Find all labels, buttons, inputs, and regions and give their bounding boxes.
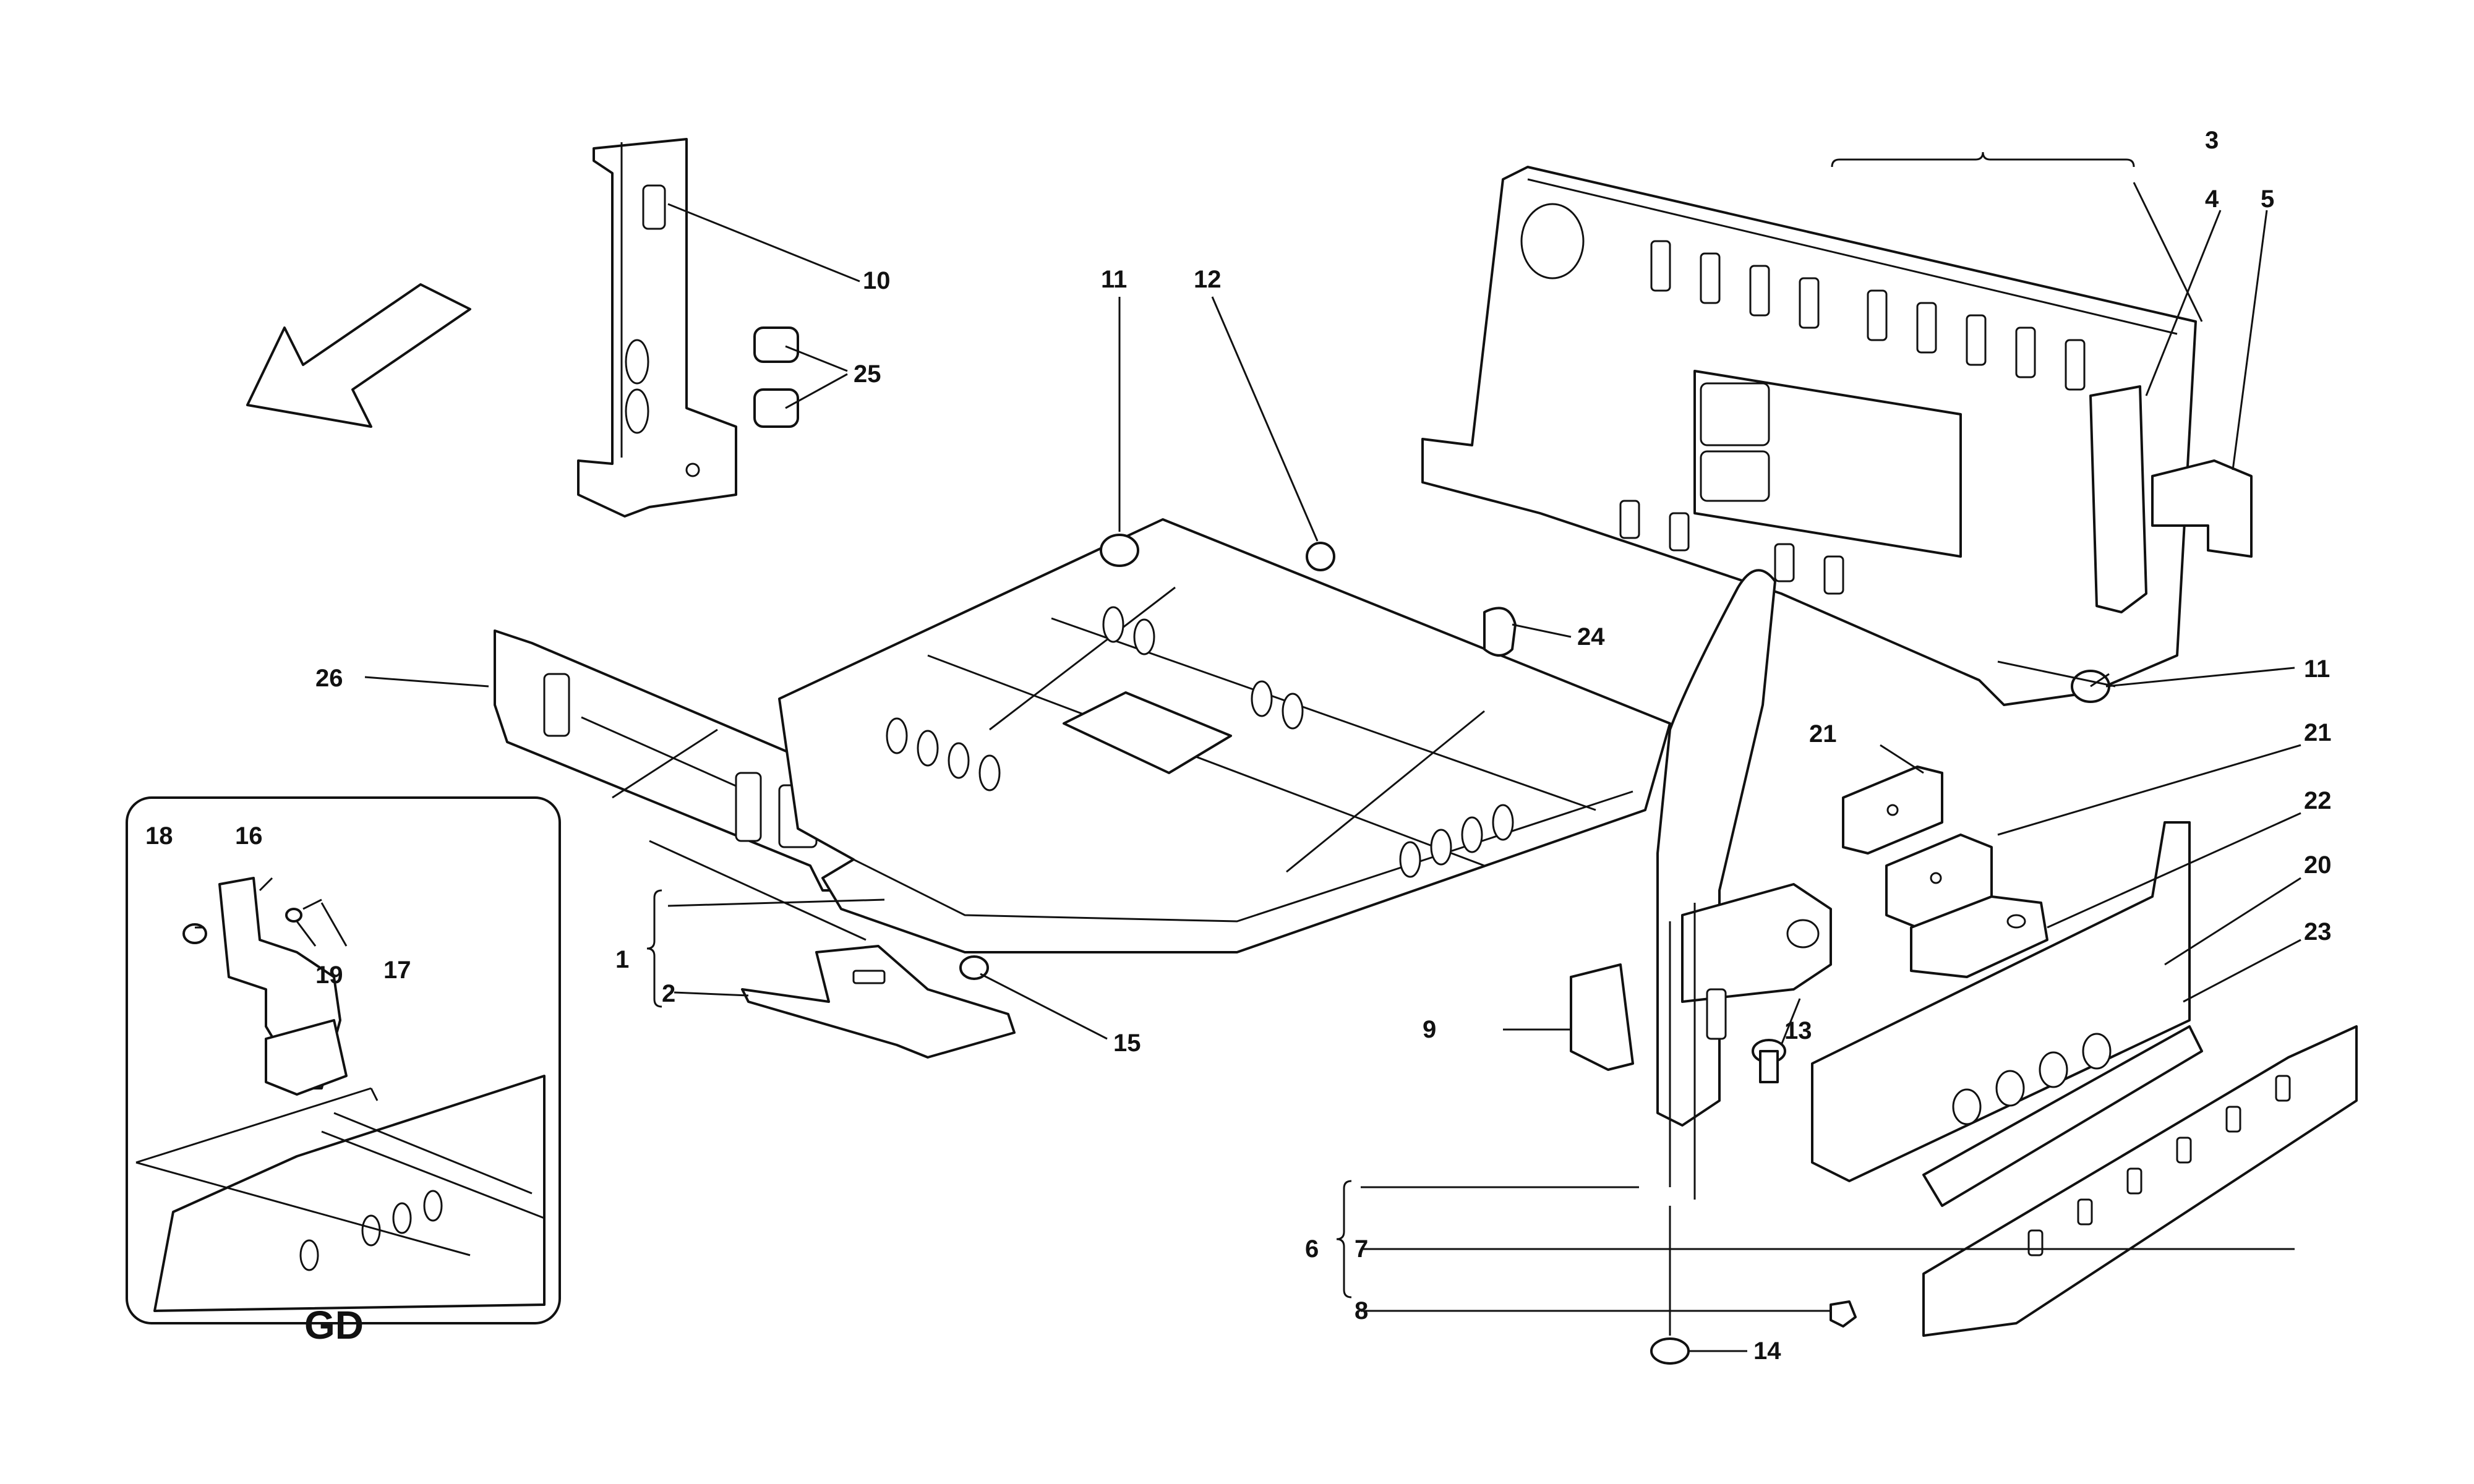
direction-arrow-icon bbox=[246, 283, 471, 428]
part-14-nut bbox=[1650, 1337, 1690, 1365]
part-1-floor-pan bbox=[778, 518, 1671, 953]
callout-6: 6 bbox=[1305, 1235, 1319, 1263]
part-8-clip bbox=[1830, 1300, 1857, 1328]
part-25-caps bbox=[753, 326, 799, 428]
part-21-bracket-upper bbox=[1842, 765, 1943, 855]
outer-sill-slots bbox=[2027, 1075, 2291, 1256]
part-24-clip bbox=[1483, 607, 1517, 657]
callout-14: 14 bbox=[1753, 1337, 1781, 1365]
floor-slots bbox=[886, 606, 1514, 878]
callout-17: 17 bbox=[383, 957, 411, 984]
callout-26: 26 bbox=[315, 665, 343, 692]
leader-lines bbox=[195, 151, 2301, 1352]
callout-21-right: 21 bbox=[2304, 719, 2332, 746]
part-3-rear-bulkhead bbox=[1421, 166, 2197, 706]
part-9-pillar-assembly bbox=[1570, 569, 1832, 1200]
callout-19: 19 bbox=[315, 962, 343, 989]
callout-21-left: 21 bbox=[1809, 720, 1837, 748]
callout-11-left: 11 bbox=[1101, 266, 1127, 293]
callout-24: 24 bbox=[1577, 623, 1605, 650]
callout-7: 7 bbox=[1355, 1235, 1368, 1263]
callout-9: 9 bbox=[1423, 1016, 1436, 1043]
callout-12: 12 bbox=[1194, 266, 1222, 293]
part-22-bracket bbox=[1910, 895, 2048, 978]
callout-3: 3 bbox=[2205, 127, 2219, 154]
callout-2: 2 bbox=[662, 980, 675, 1007]
part-20-sill-inner bbox=[1811, 821, 2191, 1182]
inset-detail: GD bbox=[126, 796, 561, 1347]
part-4-side-member bbox=[2089, 385, 2147, 613]
callout-1: 1 bbox=[615, 946, 629, 973]
callout-5: 5 bbox=[2261, 186, 2274, 213]
part-21-bracket-lower bbox=[1885, 834, 1993, 929]
callout-16: 16 bbox=[235, 822, 263, 850]
callout-11-right: 11 bbox=[2304, 655, 2330, 683]
part-23-sill-outer bbox=[1922, 1025, 2358, 1337]
callout-25: 25 bbox=[854, 360, 881, 388]
callout-8: 8 bbox=[1355, 1297, 1368, 1324]
callout-10: 10 bbox=[863, 267, 891, 294]
callout-20: 20 bbox=[2304, 851, 2332, 879]
inset-slots bbox=[299, 1190, 443, 1271]
part-13-bolt bbox=[1752, 1039, 1786, 1083]
callout-23: 23 bbox=[2304, 918, 2332, 945]
part-11-plug-left bbox=[1100, 534, 1139, 567]
callout-4: 4 bbox=[2205, 186, 2219, 213]
bulkhead-slots bbox=[1619, 240, 2086, 595]
callout-labels: 1 2 3 4 5 6 7 8 9 10 11 11 12 13 14 15 1… bbox=[145, 127, 2332, 1365]
part-10-pillar-bracket bbox=[577, 138, 737, 518]
part-2-floor-bracket bbox=[741, 945, 1016, 1059]
part-12-nut bbox=[1306, 542, 1335, 571]
callout-22: 22 bbox=[2304, 787, 2332, 814]
inset-label: GD bbox=[304, 1303, 364, 1347]
callout-15: 15 bbox=[1113, 1030, 1141, 1057]
part-5-angle-bracket bbox=[2151, 459, 2253, 558]
sill-holes bbox=[1952, 1033, 2112, 1125]
callout-18: 18 bbox=[145, 822, 173, 850]
callout-13: 13 bbox=[1784, 1017, 1812, 1044]
